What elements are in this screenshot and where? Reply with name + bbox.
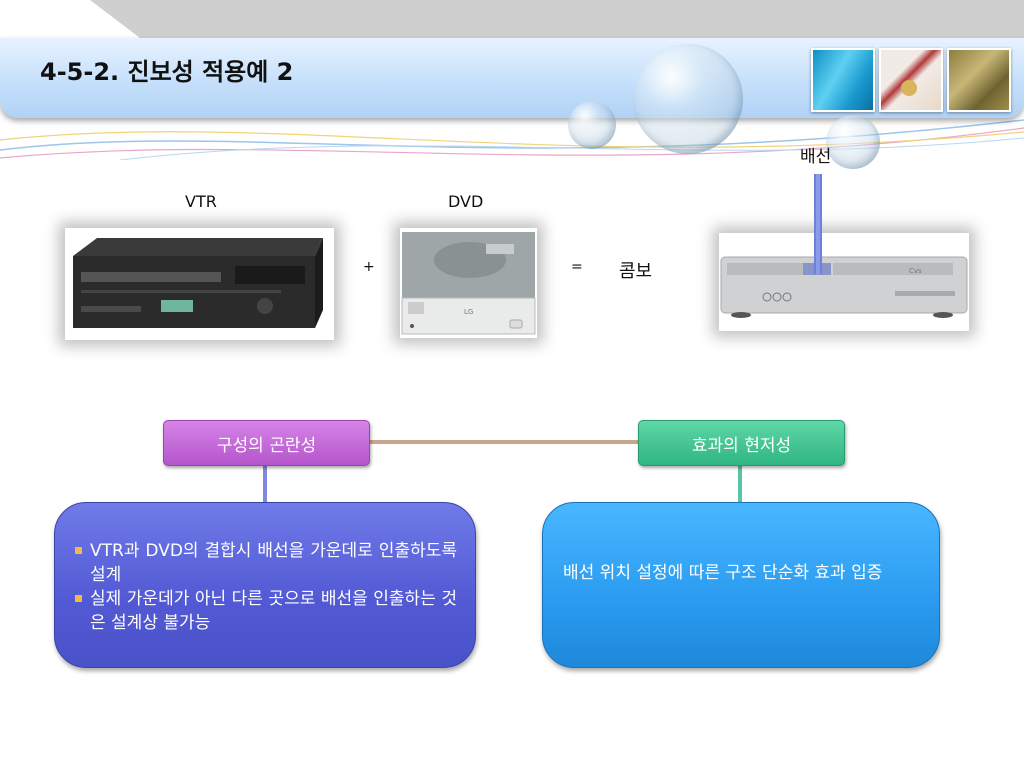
bullet-icon <box>75 595 82 602</box>
page-title: 4-5-2. 진보성 적용예 2 <box>40 58 294 86</box>
dvd-drive-drawing: LG <box>401 232 536 335</box>
ribbon-certificate-thumbnail <box>879 48 943 112</box>
plus-sign: + <box>363 259 375 275</box>
dvd-brand-text: LG <box>464 308 473 316</box>
wiring-indicator-line <box>814 174 822 274</box>
effect-description-box: 배선 위치 설정에 따른 구조 단순화 효과 입증 <box>542 502 940 668</box>
vtr-device-drawing <box>73 238 323 328</box>
wiring-label: 배선 <box>800 147 832 167</box>
equals-sign: = <box>571 259 583 275</box>
dvd-label: DVD <box>448 192 484 211</box>
remarkable-effect-tag: 효과의 현저성 <box>638 420 845 466</box>
connector-line-left <box>263 466 267 502</box>
connector-line-right <box>738 466 742 502</box>
seal-icon <box>901 80 917 96</box>
combo-player-image: Cvs <box>719 233 969 331</box>
vtr-image <box>65 228 334 340</box>
difficulty-of-construction-tag: 구성의 곤란성 <box>163 420 370 466</box>
effect-text: 배선 위치 설정에 따른 구조 단순화 효과 입증 <box>563 563 883 583</box>
bubble-decoration <box>568 101 616 149</box>
dvd-drive-image: LG <box>400 228 537 338</box>
bullet-text: 실제 가운데가 아닌 다른 곳으로 배선을 인출하는 것은 설계상 불가능 <box>90 589 457 633</box>
connector-line-horizontal <box>368 440 638 444</box>
bubble-decoration <box>633 44 743 154</box>
grass-thumbnail <box>947 48 1011 112</box>
difficulty-description-box: VTR과 DVD의 결합시 배선을 가운데로 인출하도록 설계 실제 가운데가 … <box>54 502 476 668</box>
bullet-item: 실제 가운데가 아닌 다른 곳으로 배선을 인출하는 것은 설계상 불가능 <box>75 587 457 635</box>
bullet-icon <box>75 547 82 554</box>
bubble-decoration <box>826 115 880 169</box>
combo-player-drawing: Cvs <box>720 256 968 318</box>
combo-label: 콤보 <box>619 261 653 282</box>
blue-silk-thumbnail <box>811 48 875 112</box>
combo-model-logo: Cvs <box>909 267 922 275</box>
bullet-item: VTR과 DVD의 결합시 배선을 가운데로 인출하도록 설계 <box>75 539 457 587</box>
vtr-label: VTR <box>185 192 217 211</box>
bullet-text: VTR과 DVD의 결합시 배선을 가운데로 인출하도록 설계 <box>90 541 457 585</box>
